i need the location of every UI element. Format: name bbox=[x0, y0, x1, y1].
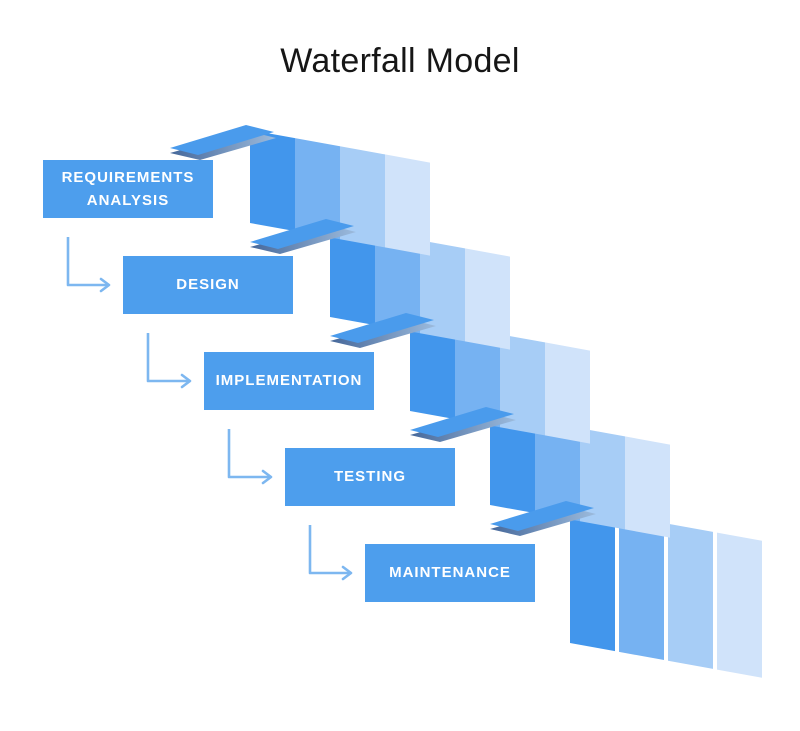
step-2-band-4 bbox=[465, 248, 510, 350]
phase-box-requirements-analysis: REQUIREMENTS ANALYSIS bbox=[43, 160, 213, 218]
arrowhead-right-icon bbox=[99, 277, 111, 293]
step-4-band-3 bbox=[580, 428, 625, 530]
step-2-tread bbox=[250, 219, 354, 249]
phase-label: TESTING bbox=[333, 468, 406, 486]
phase-label: REQUIREMENTS ANALYSIS bbox=[61, 168, 195, 209]
phase-box-implementation: IMPLEMENTATION bbox=[204, 352, 374, 410]
arrowhead-right-icon bbox=[261, 469, 273, 485]
connector-line bbox=[146, 333, 189, 383]
diagram-title: Waterfall Model bbox=[280, 42, 520, 80]
connector-line bbox=[66, 237, 108, 287]
step-2-band-3 bbox=[420, 240, 465, 342]
step-5-band-4 bbox=[717, 532, 762, 678]
phase-label: DESIGN bbox=[176, 276, 240, 294]
phase-label: IMPLEMENTATION bbox=[215, 372, 363, 390]
step-4-band-2 bbox=[535, 420, 580, 522]
step-3-tread bbox=[330, 313, 434, 343]
step-1-band-1 bbox=[250, 130, 295, 232]
arrowhead-right-icon bbox=[341, 565, 353, 581]
step-1-band-4 bbox=[385, 154, 430, 256]
connector-arrow-1 bbox=[66, 237, 111, 293]
step-4-band-1 bbox=[490, 412, 535, 514]
phase-box-design: DESIGN bbox=[123, 256, 293, 314]
connector-arrow-4 bbox=[308, 525, 353, 581]
arrows-layer bbox=[66, 237, 353, 581]
step-3-band-4 bbox=[545, 342, 590, 444]
connector-arrow-3 bbox=[227, 429, 273, 485]
step-4-band-4 bbox=[625, 436, 670, 538]
step-2-band-1 bbox=[330, 224, 375, 326]
step-3-band-1 bbox=[410, 318, 455, 420]
step-5-tread bbox=[490, 501, 594, 531]
phase-box-maintenance: MAINTENANCE bbox=[365, 544, 535, 602]
step-1-band-2 bbox=[295, 138, 340, 240]
step-1-band-3 bbox=[340, 146, 385, 248]
connector-line bbox=[308, 525, 350, 575]
step-4-tread bbox=[410, 407, 514, 437]
step-5-band-3 bbox=[668, 523, 713, 669]
step-5-band-2 bbox=[619, 514, 664, 661]
step-3-band-3 bbox=[500, 334, 545, 436]
phase-box-testing: TESTING bbox=[285, 448, 455, 506]
step-2-band-2 bbox=[375, 232, 420, 334]
arrowhead-right-icon bbox=[180, 373, 192, 389]
steps-layer bbox=[170, 125, 762, 678]
connector-arrow-2 bbox=[146, 333, 192, 389]
step-3-band-2 bbox=[455, 326, 500, 428]
step-1-tread bbox=[170, 125, 274, 155]
phase-label: MAINTENANCE bbox=[389, 564, 511, 582]
step-5-band-1 bbox=[570, 506, 615, 652]
connector-line bbox=[227, 429, 270, 479]
